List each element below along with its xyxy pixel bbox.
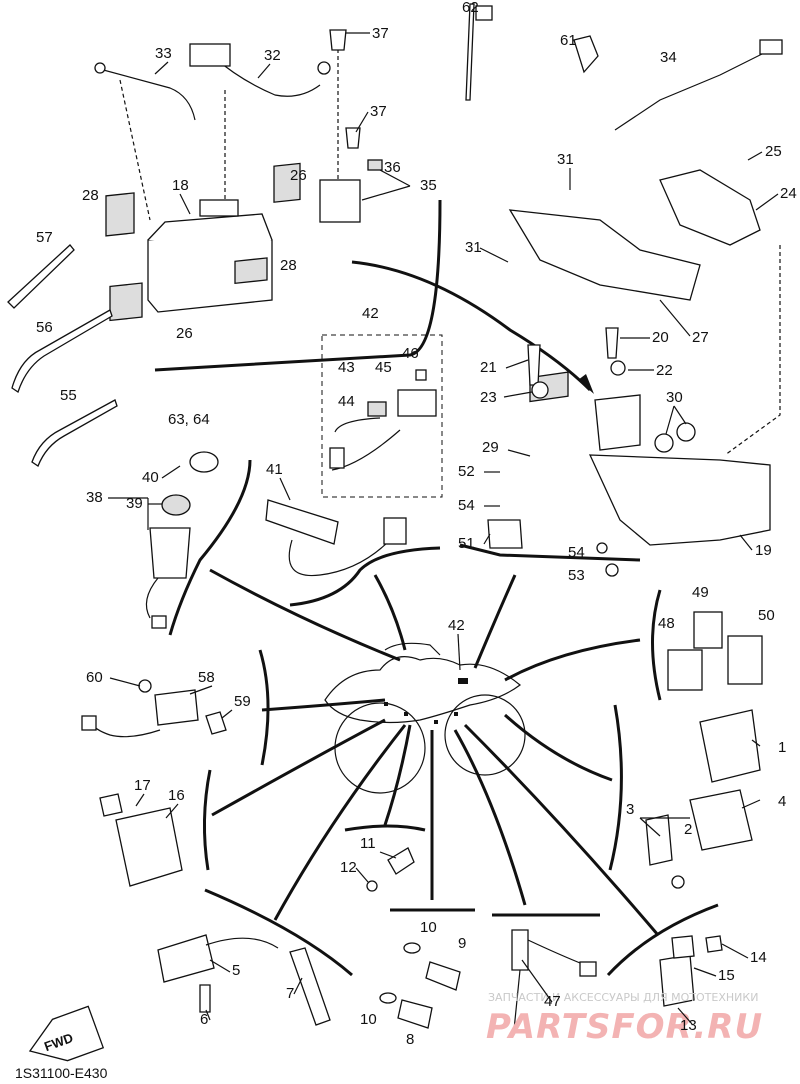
callout-50: 50 — [758, 607, 775, 624]
callout-41: 41 — [266, 461, 283, 478]
callout-7: 7 — [286, 985, 294, 1002]
callout-27: 27 — [692, 329, 709, 346]
sidestand-switch — [81, 679, 227, 738]
callout-39: 39 — [126, 495, 143, 512]
callout-9: 9 — [458, 935, 466, 952]
callout-31-left: 31 — [465, 239, 482, 256]
callout-14: 14 — [750, 949, 767, 966]
relay-inset — [321, 334, 443, 498]
callout-49: 49 — [692, 584, 709, 601]
callout-52: 52 — [458, 463, 475, 480]
callout-34: 34 — [660, 49, 677, 66]
ecu-assembly — [645, 709, 761, 889]
callout-37-mid: 37 — [370, 103, 387, 120]
callout-16: 16 — [168, 787, 185, 804]
callout-6: 6 — [200, 1011, 208, 1028]
callout-56: 56 — [36, 319, 53, 336]
sensor-11-12 — [366, 847, 415, 892]
callout-15: 15 — [718, 967, 735, 984]
sensor-47 — [511, 929, 597, 1031]
callout-59: 59 — [234, 693, 251, 710]
callout-61: 61 — [560, 32, 577, 49]
callout-10-top: 10 — [420, 919, 437, 936]
callout-42-inset: 42 — [362, 305, 379, 322]
callout-35: 35 — [420, 177, 437, 194]
callout-43: 43 — [338, 359, 355, 376]
callout-48: 48 — [658, 615, 675, 632]
callout-45: 45 — [375, 359, 392, 376]
callout-60: 60 — [86, 669, 103, 686]
callout-58: 58 — [198, 669, 215, 686]
diagram-code: 1S31100-E430 — [15, 1065, 108, 1081]
callout-29: 29 — [482, 439, 499, 456]
callout-46: 46 — [402, 345, 419, 362]
callout-10-bottom: 10 — [360, 1011, 377, 1028]
callout-3: 3 — [626, 801, 634, 818]
callout-20: 20 — [652, 329, 669, 346]
callout-17: 17 — [134, 777, 151, 794]
rectifier-regulator — [99, 793, 183, 887]
callout-4: 4 — [778, 793, 786, 810]
callout-18: 18 — [172, 177, 189, 194]
license-light-assembly — [265, 499, 407, 577]
callout-63-64: 63, 64 — [168, 411, 210, 428]
callout-26-bottom: 26 — [176, 325, 193, 342]
callout-12: 12 — [340, 859, 357, 876]
callout-42-center: 42 — [448, 617, 465, 634]
callout-31-top: 31 — [557, 151, 574, 168]
watermark-subtitle: ЗАПЧАСТИ И АКСЕССУАРЫ ДЛЯ МОТОТЕХНИКИ — [488, 991, 758, 1004]
callout-38: 38 — [86, 489, 103, 506]
callout-5: 5 — [232, 962, 240, 979]
callout-37-top: 37 — [372, 25, 389, 42]
callout-32: 32 — [264, 47, 281, 64]
callout-51: 51 — [458, 535, 475, 552]
callout-30: 30 — [666, 389, 683, 406]
callout-25: 25 — [765, 143, 782, 160]
parts-13-15 — [659, 935, 723, 1007]
motorcycle-outline — [324, 642, 526, 794]
callout-21: 21 — [480, 359, 497, 376]
battery-box-assembly — [487, 35, 783, 577]
callout-44: 44 — [338, 393, 355, 410]
watermark-brand: PARTSFOR.RU — [486, 1007, 763, 1047]
callout-40: 40 — [142, 469, 159, 486]
callout-11: 11 — [360, 835, 376, 852]
callout-55: 55 — [60, 387, 77, 404]
label-leaders — [108, 32, 779, 1025]
callout-26-right: 26 — [290, 167, 307, 184]
callout-23: 23 — [480, 389, 497, 406]
callout-54-bottom: 54 — [568, 544, 585, 561]
callout-57: 57 — [36, 229, 53, 246]
callout-54-top: 54 — [458, 497, 475, 514]
main-switch-assembly — [145, 451, 219, 629]
ignition-coil — [157, 934, 331, 1026]
fwd-arrow: FWD — [28, 1005, 105, 1062]
callout-1: 1 — [778, 739, 786, 756]
battery-assembly — [94, 29, 383, 322]
cable-ties — [7, 3, 493, 467]
switches-8-10 — [379, 942, 461, 1029]
relays-right — [667, 611, 763, 691]
callout-28-right: 28 — [280, 257, 297, 274]
callout-2: 2 — [684, 821, 692, 838]
callout-22: 22 — [656, 362, 673, 379]
callout-24: 24 — [780, 185, 797, 202]
callout-numbers: 33 32 37 37 36 35 18 28 26 28 26 57 56 5… — [36, 0, 797, 1048]
leader-lines — [209, 260, 660, 936]
callout-13: 13 — [680, 1017, 697, 1034]
callout-28-left: 28 — [82, 187, 99, 204]
callout-8: 8 — [406, 1031, 414, 1048]
callout-19: 19 — [755, 542, 772, 559]
callout-53: 53 — [568, 567, 585, 584]
callout-62: 62 — [462, 0, 479, 16]
callout-33: 33 — [155, 45, 172, 62]
callout-36: 36 — [384, 159, 401, 176]
